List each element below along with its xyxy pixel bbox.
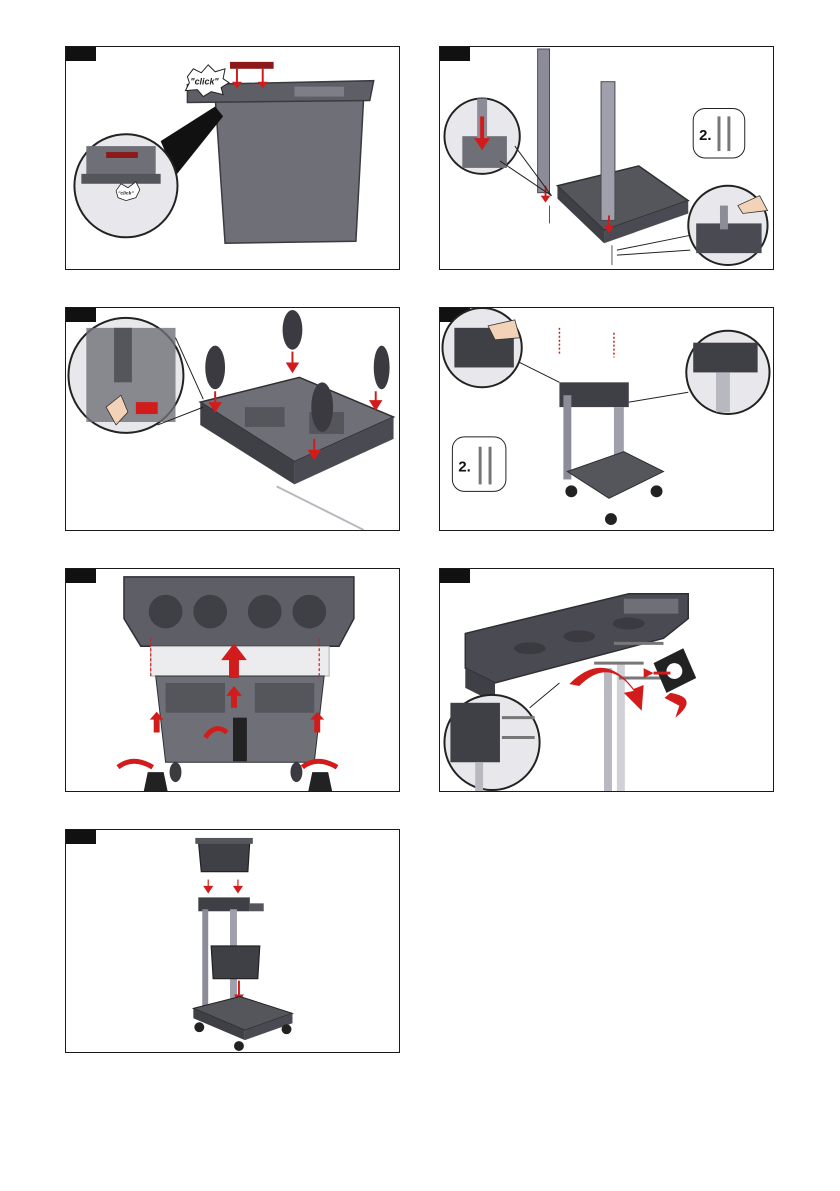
step-3-illustration [66, 308, 399, 530]
step-2-panel: 2. [439, 46, 774, 270]
step-5-illustration [66, 569, 399, 791]
step-7-panel [65, 829, 400, 1053]
step-6-illustration [440, 569, 773, 791]
step-6-panel [439, 568, 774, 792]
quantity-callout-2: 2. [458, 460, 470, 476]
step-4-panel: 2. [439, 307, 774, 531]
step-2-illustration: 2. [440, 47, 773, 269]
step-4-illustration: 2. [440, 308, 773, 530]
step-1-illustration: "click" "click" [66, 47, 399, 269]
click-callout-1: "click" [190, 77, 219, 87]
step-3-panel [65, 307, 400, 531]
step-7-illustration [66, 830, 399, 1052]
click-callout-2: "click" [118, 191, 134, 197]
step-1-panel: "click" "click" [65, 46, 400, 270]
quantity-callout-2: 2. [699, 128, 711, 144]
step-5-panel [65, 568, 400, 792]
